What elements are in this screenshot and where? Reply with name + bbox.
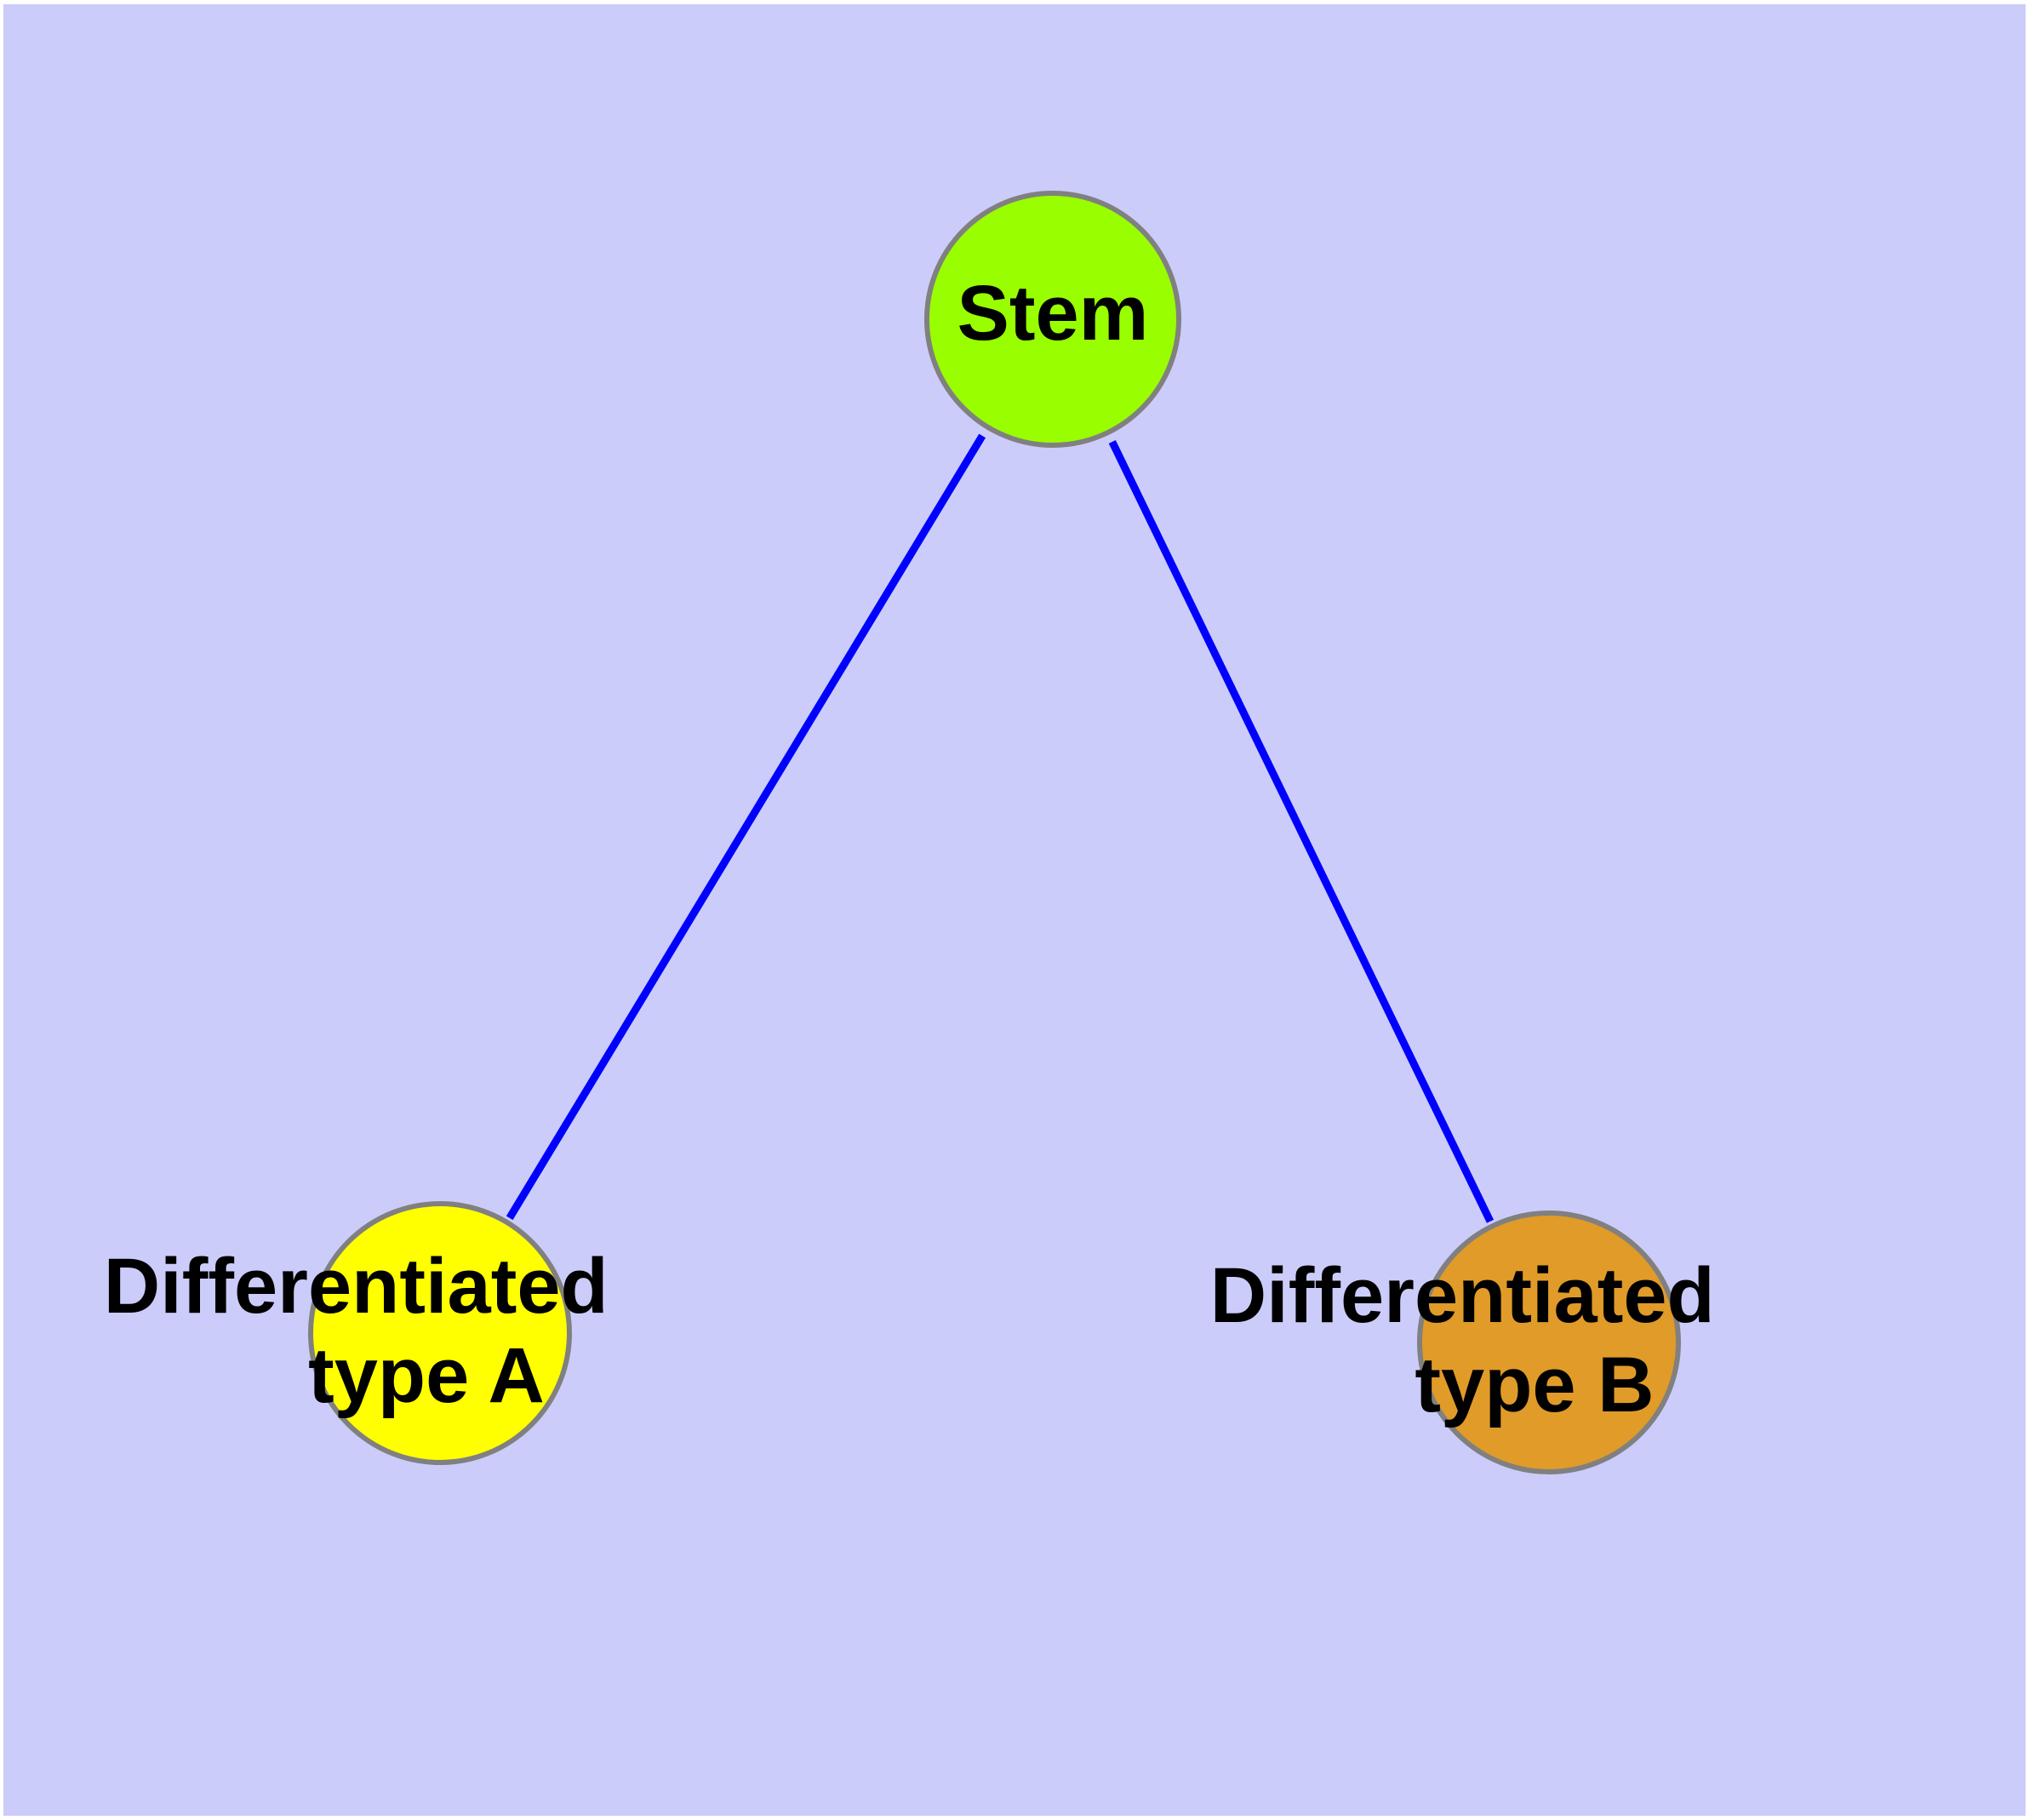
node-differentiated-type-a-label-line-2: type A — [308, 1332, 545, 1419]
node-differentiated-type-a-circle[interactable] — [308, 1201, 572, 1465]
edge-layer — [506, 433, 1495, 1223]
node-stem-label-line-1: Stem — [957, 270, 1149, 357]
node-stem[interactable]: Stem — [924, 191, 1181, 448]
node-stem-circle[interactable] — [924, 191, 1181, 448]
node-differentiated-type-b-label-line-2: type B — [1415, 1342, 1654, 1428]
node-differentiated-type-b[interactable]: Differentiated type B — [1210, 1210, 1737, 1474]
node-differentiated-type-b-label-line-1: Differentiated — [1210, 1252, 1715, 1339]
edge-stem-to-differentiated-type-b[interactable] — [1108, 440, 1495, 1223]
node-layer: Stem Differentiated type A Differentiate… — [104, 191, 1737, 1474]
node-differentiated-type-a[interactable]: Differentiated type A — [104, 1201, 631, 1465]
edge-stem-to-differentiated-type-a[interactable] — [506, 433, 986, 1221]
node-differentiated-type-a-label-line-1: Differentiated — [104, 1243, 609, 1330]
node-stem-label: Stem — [957, 270, 1149, 357]
node-differentiated-type-b-circle[interactable] — [1417, 1210, 1681, 1474]
node-differentiated-type-a-label: Differentiated type A — [104, 1243, 631, 1419]
node-differentiated-type-b-label: Differentiated type B — [1210, 1252, 1737, 1428]
